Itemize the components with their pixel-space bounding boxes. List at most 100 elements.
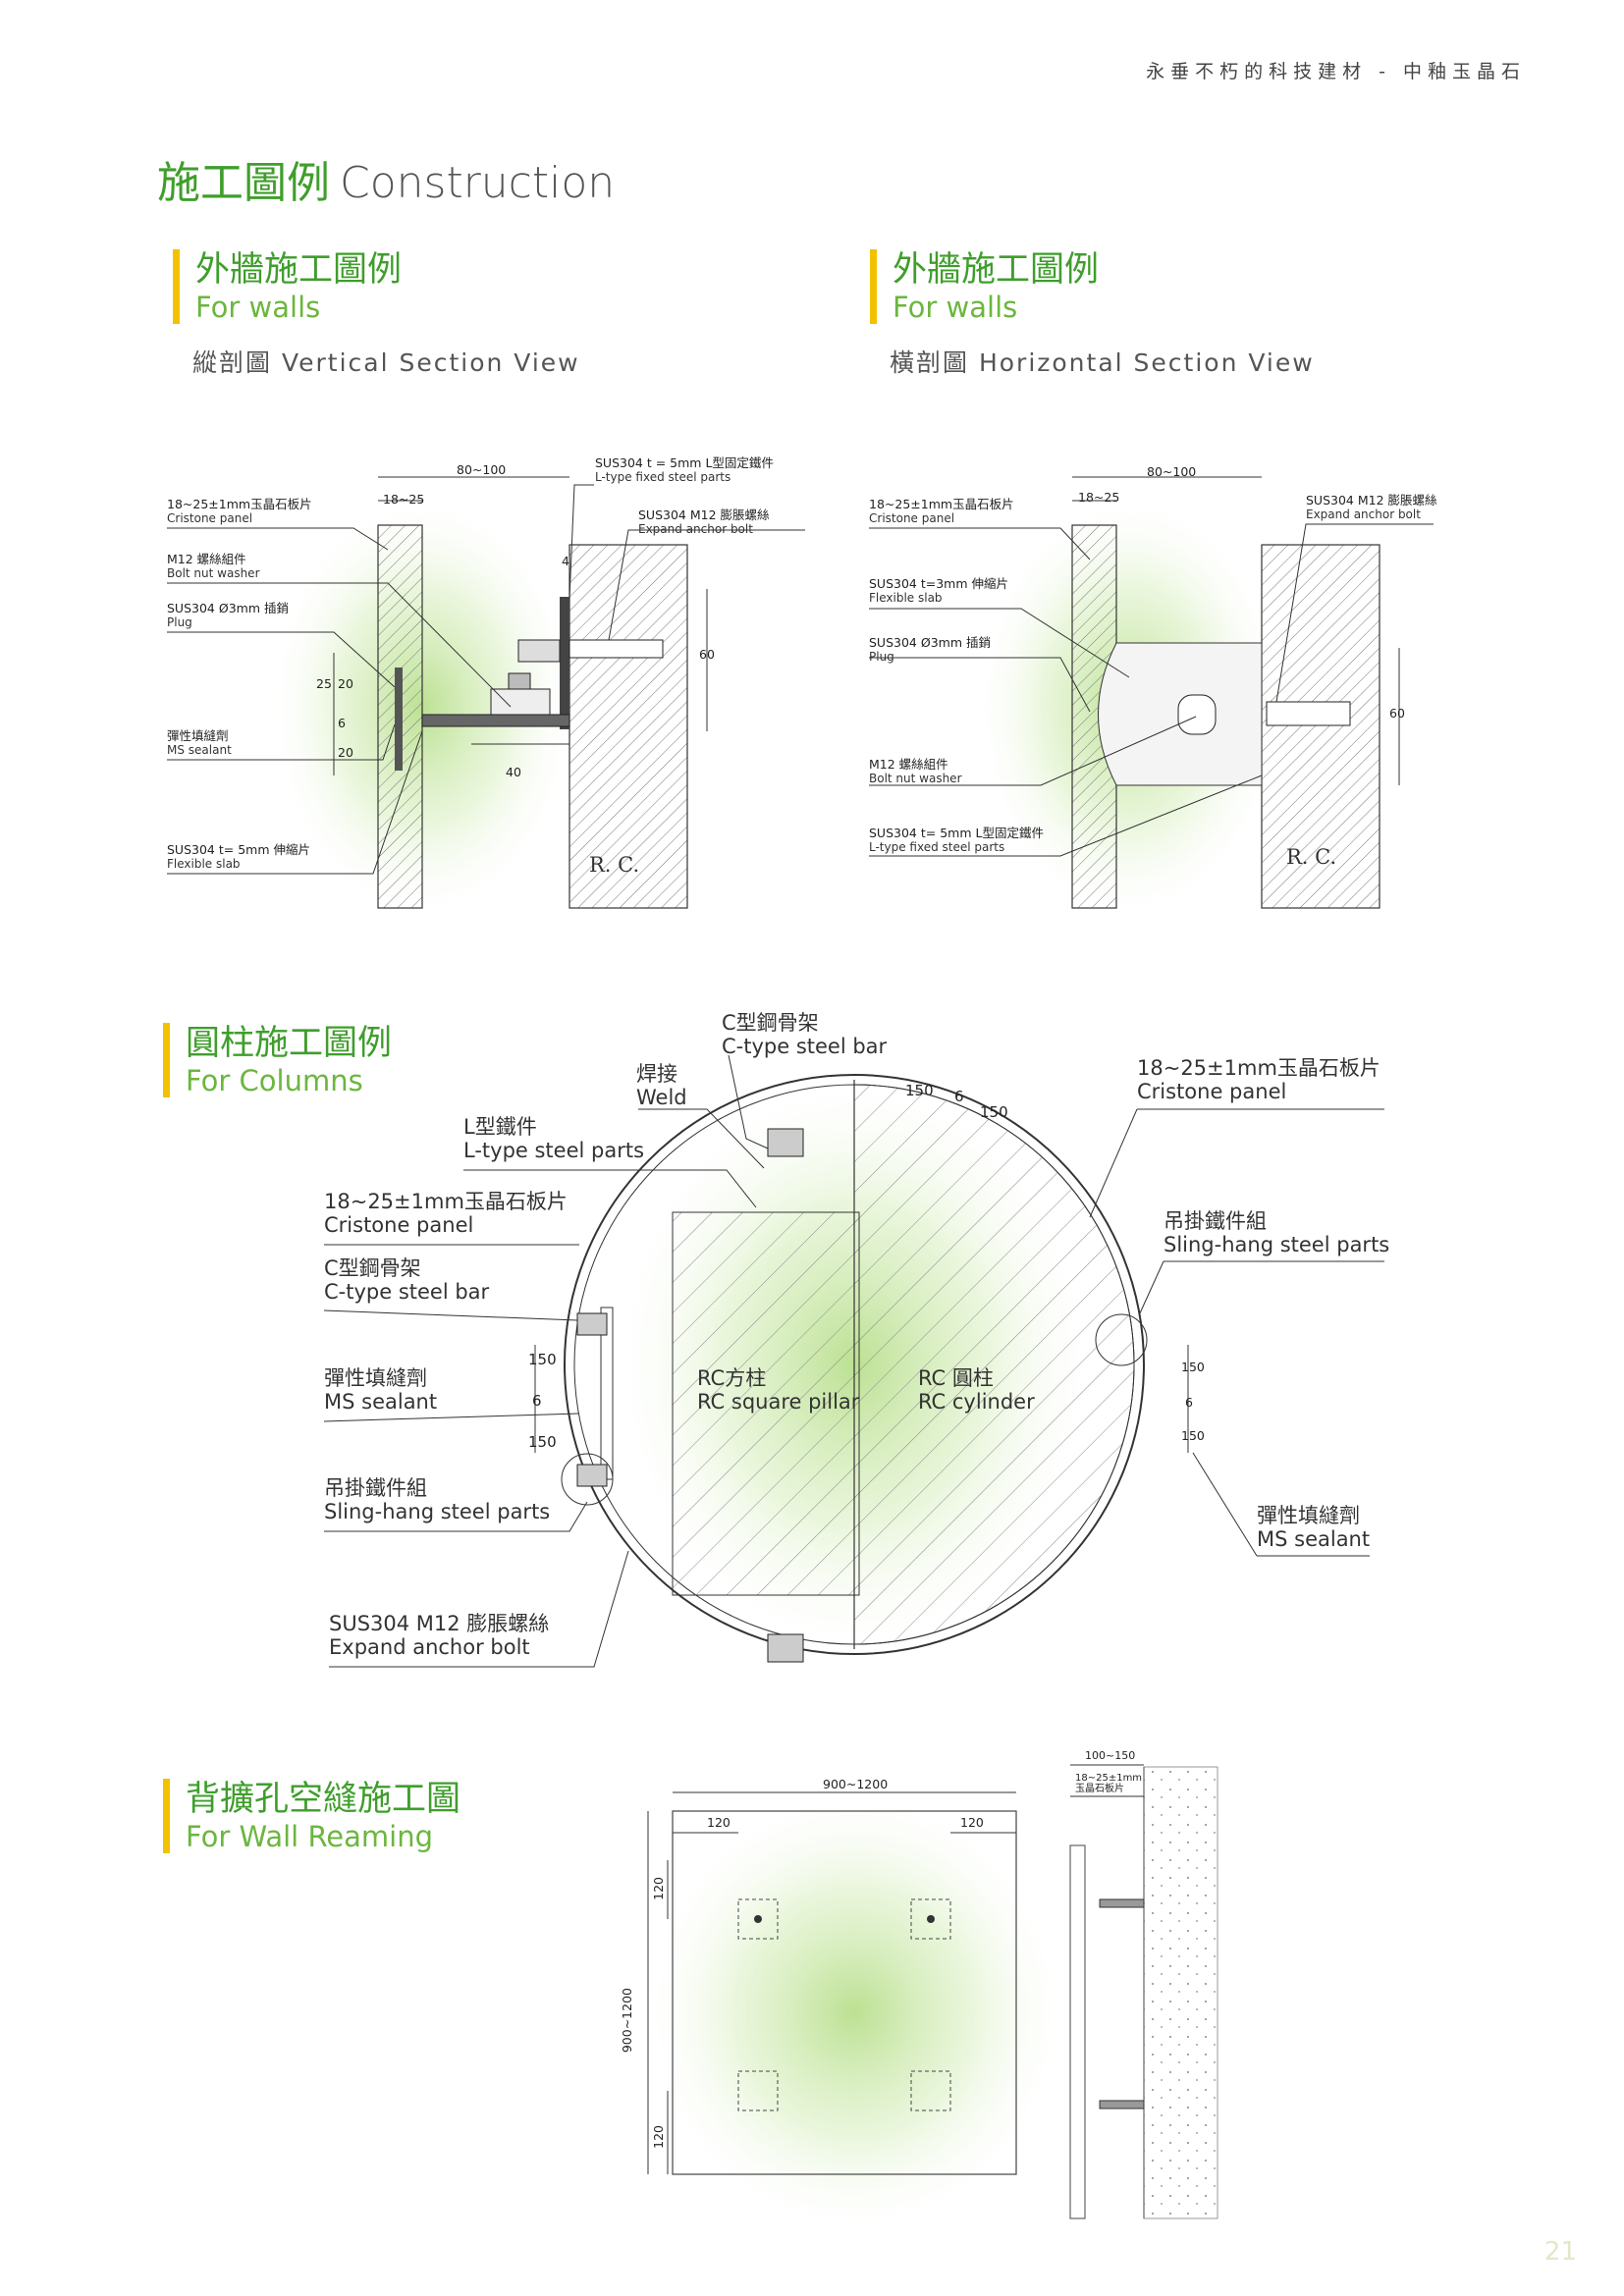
label-zh: SUS304 t=3mm 伸縮片 [869,576,1009,591]
vertical-bolt-label: M12 螺絲組件 Bolt nut washer [167,552,260,581]
vertical-flexible-label: SUS304 t= 5mm 伸縮片 Flexible slab [167,842,310,872]
column-sealant-right-label: 彈性填縫劑 MS sealant [1257,1504,1370,1551]
label-zh: SUS304 M12 膨脹螺絲 [329,1612,550,1635]
reaming-gap-label: 100~150 [1085,1749,1136,1762]
vertical-dim-60: 60 [699,647,715,662]
label-en: Cristone panel [167,511,253,525]
label-en: Expand anchor bolt [638,522,753,536]
vertical-lfixed-label: SUS304 t = 5mm L型固定鐵件 L-type fixed steel… [595,455,774,485]
page-number: 21 [1543,2237,1577,2267]
column-cbar-left-label: C型鋼骨架 C-type steel bar [324,1256,489,1304]
column-dim-top-6: 6 [954,1088,964,1105]
reaming-edge-right: 120 [960,1815,984,1830]
label-en: C-type steel bar [324,1280,490,1304]
label-zh: SUS304 M12 膨脹螺絲 [1306,493,1437,507]
label-line-1: 18~25±1mm [1075,1773,1143,1784]
column-sling-left-label: 吊掛鐵件組 Sling-hang steel parts [324,1476,550,1523]
page-title-en: Construction [340,158,616,208]
reaming-panel-label: 18~25±1mm 玉晶石板片 [1075,1773,1142,1794]
label-en: MS sealant [324,1390,438,1414]
section-walls-horizontal: 外牆施工圖例 For walls [870,249,1099,324]
label-zh: SUS304 M12 膨脹螺絲 [638,507,770,522]
column-dim-left-6: 6 [532,1392,542,1410]
vertical-dim-20b: 20 [338,745,353,760]
column-sealant-left-label: 彈性填縫劑 MS sealant [324,1366,437,1414]
label-en: C-type steel bar [722,1035,888,1058]
section-title-en: For walls [893,291,1018,324]
label-zh: L型鐵件 [463,1115,537,1139]
label-en: Cristone panel [869,511,955,525]
horizontal-plug-label: SUS304 Ø3mm 插銷 Plug [869,635,991,665]
vertical-plug-label: SUS304 Ø3mm 插銷 Plug [167,601,289,630]
label-en: Plug [167,615,192,629]
label-en: Flexible slab [869,591,943,605]
section-subtitle-horizontal: 橫剖圖 Horizontal Section View [890,348,1315,377]
column-weld-label: 焊接 Weld [636,1062,687,1109]
horizontal-dim-60: 60 [1389,706,1405,721]
section-reaming: 背擴孔空縫施工圖 For Wall Reaming [163,1779,460,1853]
column-cbar-top-label: C型鋼骨架 C-type steel bar [722,1011,887,1058]
label-en: Cristone panel [1137,1080,1287,1103]
label-zh: C型鋼骨架 [324,1256,421,1280]
label-zh: 吊掛鐵件組 [1164,1209,1267,1233]
label-zh: SUS304 Ø3mm 插銷 [869,635,991,650]
vertical-dim-6: 6 [338,716,346,730]
label-zh: M12 螺絲組件 [869,757,948,772]
label-zh: 焊接 [636,1062,677,1086]
label-zh: SUS304 t= 5mm L型固定鐵件 [869,826,1044,840]
label-en: Expand anchor bolt [1306,507,1421,521]
vertical-dim-4: 4 [562,554,569,568]
label-zh: SUS304 t= 5mm 伸縮片 [167,842,310,857]
reaming-height-label: 900~1200 [620,1988,634,2054]
label-line-2: 玉晶石板片 [1075,1784,1124,1794]
section-title-zh: 圓柱施工圖例 [186,1024,393,1063]
column-dim-top-150b: 150 [980,1103,1008,1121]
label-en: Bolt nut washer [869,772,962,785]
label-en: Cristone panel [324,1213,474,1237]
reaming-drawing [638,1764,1218,2238]
column-dim-top-150a: 150 [905,1082,934,1099]
vertical-sealant-label: 彈性填縫劑 MS sealant [167,728,232,758]
label-zh: SUS304 t = 5mm L型固定鐵件 [595,455,774,470]
horizontal-panel-label: 18~25±1mm玉晶石板片 Cristone panel [869,497,1014,526]
reaming-edge-left: 120 [707,1815,731,1830]
column-cylinder-label: RC 圓柱 RC cylinder [918,1366,1035,1414]
label-zh: RC方柱 [697,1366,767,1390]
label-zh: M12 螺絲組件 [167,552,246,566]
vertical-dim-80-100: 80~100 [457,462,507,477]
label-zh: 18~25±1mm玉晶石板片 [324,1190,568,1213]
section-title-zh: 外牆施工圖例 [195,250,403,290]
column-panel-left-label: 18~25±1mm玉晶石板片 Cristone panel [324,1190,568,1237]
section-title-en: For Columns [186,1064,363,1097]
horizontal-rc-label: R. C. [1286,845,1336,869]
section-title-en: For Wall Reaming [186,1820,434,1853]
column-anchor-label: SUS304 M12 膨脹螺絲 Expand anchor bolt [329,1612,549,1659]
column-dim-left-150b: 150 [528,1433,557,1451]
vertical-rc-label: R. C. [589,853,639,877]
horizontal-anchor-label: SUS304 M12 膨脹螺絲 Expand anchor bolt [1306,493,1437,522]
column-sling-right-label: 吊掛鐵件組 Sling-hang steel parts [1164,1209,1389,1256]
label-en: Flexible slab [167,857,241,871]
label-zh: 吊掛鐵件組 [324,1476,427,1500]
section-title-en: For walls [195,291,321,324]
vertical-dim-20a: 20 [338,676,353,691]
label-en: Weld [636,1086,687,1109]
label-zh: 18~25±1mm玉晶石板片 [167,497,312,511]
label-zh: C型鋼骨架 [722,1011,819,1035]
label-zh: 彈性填縫劑 [167,728,229,743]
column-dim-right-6: 6 [1185,1395,1193,1410]
section-walls-vertical: 外牆施工圖例 For walls [173,249,402,324]
label-en: L-type steel parts [463,1139,645,1162]
vertical-dim-25: 25 [316,676,332,691]
vertical-dim-40: 40 [506,765,521,779]
reaming-width-label: 900~1200 [823,1777,889,1791]
label-en: Sling-hang steel parts [1164,1233,1390,1256]
horizontal-lfixed-label: SUS304 t= 5mm L型固定鐵件 L-type fixed steel … [869,826,1044,855]
vertical-anchor-label: SUS304 M12 膨脹螺絲 Expand anchor bolt [638,507,770,537]
section-subtitle-vertical: 縱剖圖 Vertical Section View [192,348,580,377]
label-zh: SUS304 Ø3mm 插銷 [167,601,289,615]
label-zh: 18~25±1mm玉晶石板片 [869,497,1014,511]
label-en: RC cylinder [918,1390,1035,1414]
